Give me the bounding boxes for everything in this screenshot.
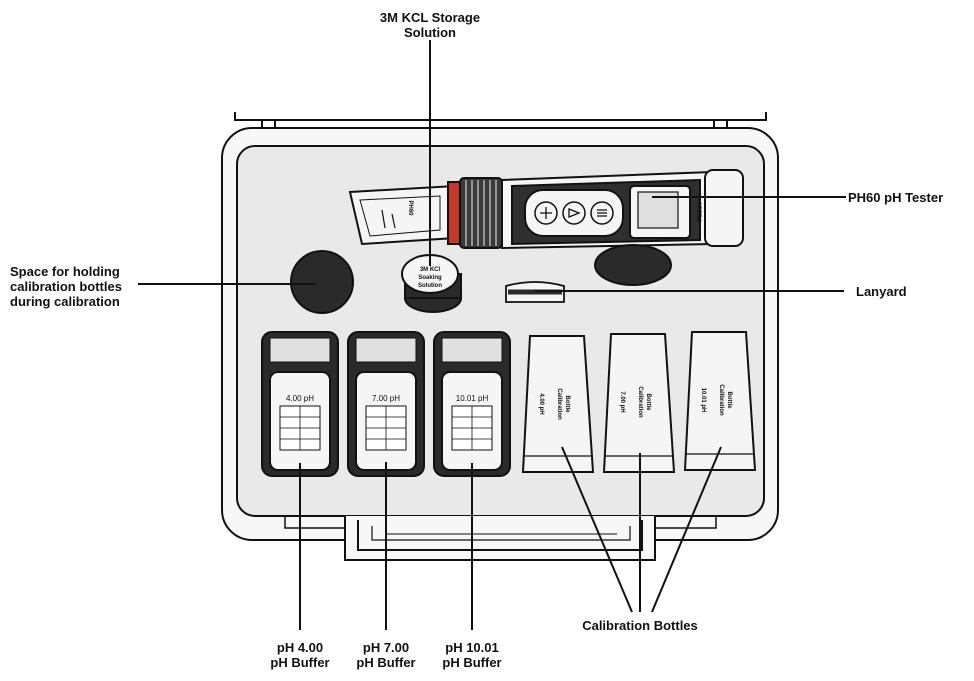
- leader-cal1: [561, 446, 633, 613]
- cal-bottle-10-word2: Bottle: [726, 392, 732, 410]
- callout-buf4-line1: pH 4.00: [276, 640, 324, 655]
- calibration-bottle-4: [521, 335, 595, 473]
- callout-buf10-line1: pH 10.01: [445, 640, 499, 655]
- buffer-label-4: 4.00 pH: [286, 394, 314, 403]
- callout-calibration-bottles: Calibration Bottles: [582, 618, 698, 633]
- callout-space-line2: calibration bottles: [10, 279, 122, 294]
- callout-buffer-7: pH 7.00 pH Buffer: [341, 640, 431, 670]
- callout-space-line1: Space for holding: [10, 264, 120, 279]
- calibration-bottle-10: [683, 331, 757, 471]
- callout-tester: PH60 pH Tester: [848, 190, 944, 205]
- tester-button-glyphs: [540, 207, 607, 219]
- kcl-cap-line1: 3M KCl: [420, 267, 441, 273]
- buffer-bottle-10: [433, 331, 511, 477]
- cal-bottle-4-word1: Calibration: [556, 388, 562, 420]
- leader-cal3: [651, 446, 722, 613]
- kcl-cap-line3: Solution: [418, 283, 442, 289]
- callout-buffer-4: pH 4.00 pH Buffer: [255, 640, 345, 670]
- cal-bottle-7-word2: Bottle: [645, 394, 651, 412]
- callout-lanyard: Lanyard: [856, 284, 907, 299]
- tester-brand: APERA: [695, 201, 701, 223]
- tester-cap-text: PH60: [407, 200, 413, 216]
- kcl-cap-line2: Soaking: [418, 275, 442, 281]
- cal-bottle-4-word2: Bottle: [564, 396, 570, 414]
- cal-bottle-10-ph: 10.01 pH: [700, 388, 706, 413]
- callout-buf10-line2: pH Buffer: [442, 655, 502, 670]
- cal-bottle-10-word1: Calibration: [718, 384, 724, 416]
- cal-bottle-7-word1: Calibration: [637, 386, 643, 418]
- callout-buf4-line2: pH Buffer: [270, 655, 330, 670]
- callout-buf7-line2: pH Buffer: [356, 655, 416, 670]
- callout-buffer-10: pH 10.01 pH Buffer: [427, 640, 517, 670]
- buffer-label-7: 7.00 pH: [372, 394, 400, 403]
- callout-buf7-line1: pH 7.00: [362, 640, 410, 655]
- callout-storage-line1: 3M KCL Storage: [379, 10, 481, 25]
- buffer-label-grids: [280, 406, 492, 450]
- cal-bottle-4-ph: 4.00 pH: [538, 393, 544, 414]
- cal-bottle-7-ph: 7.00 pH: [619, 391, 625, 412]
- callout-space-line3: during calibration: [10, 294, 120, 309]
- callout-storage-solution: 3M KCL Storage Solution: [360, 10, 500, 40]
- holding-space: [290, 250, 354, 314]
- callout-holding-space: Space for holding calibration bottles du…: [10, 264, 122, 309]
- buffer-bottle-4: [261, 331, 339, 477]
- buffer-bottle-7: [347, 331, 425, 477]
- leader-lines: [138, 40, 846, 630]
- buffer-label-10: 10.01 pH: [456, 394, 489, 403]
- kcl-storage-bottle: [401, 254, 462, 313]
- callout-storage-line2: Solution: [404, 25, 456, 40]
